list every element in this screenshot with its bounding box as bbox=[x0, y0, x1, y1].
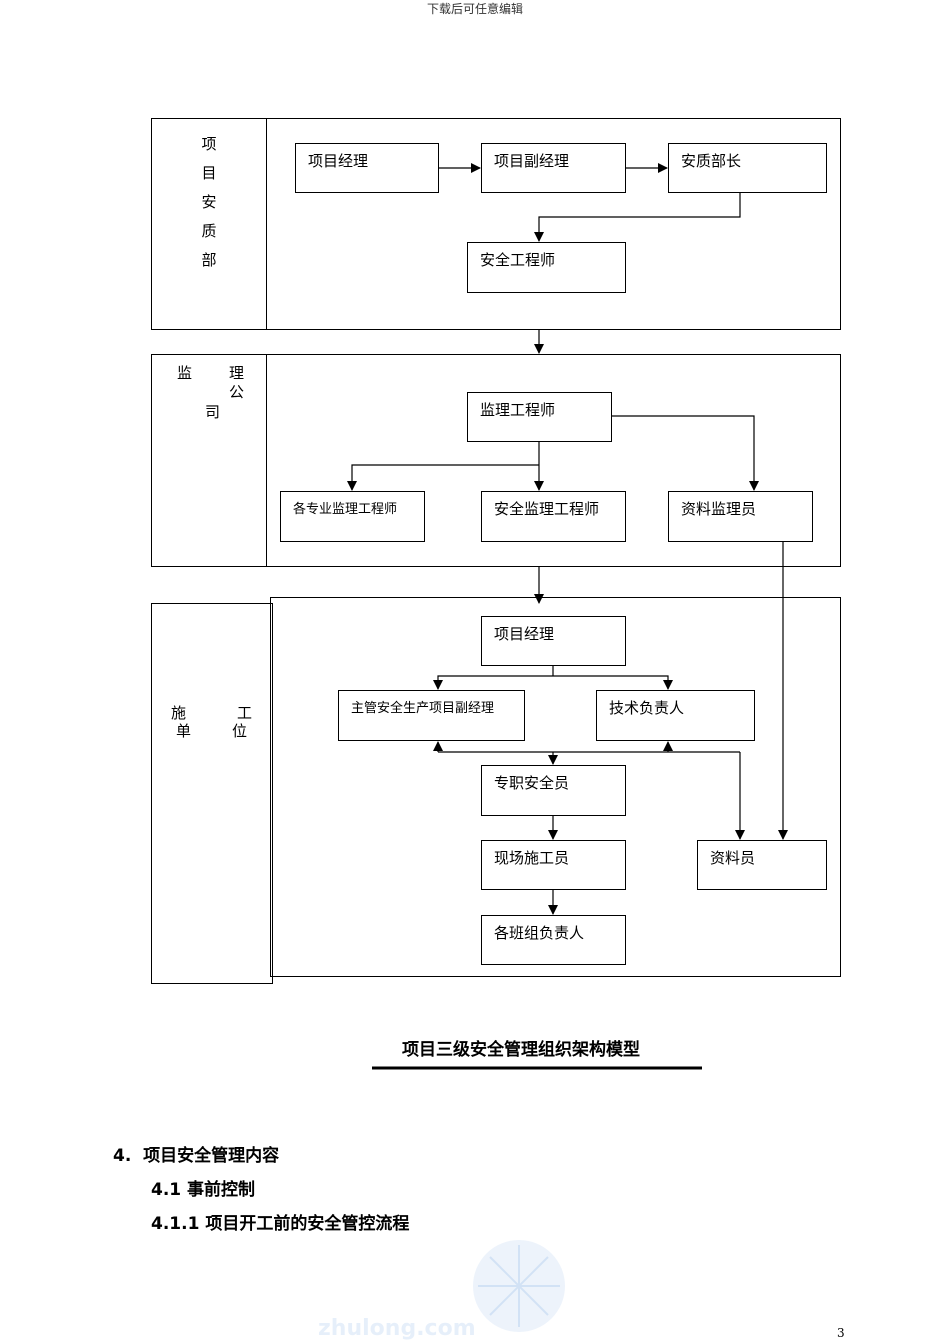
watermark-logo-icon bbox=[473, 1240, 565, 1332]
arrow-pm-to-deputy-c bbox=[433, 675, 553, 690]
construction-tech-lead-box: 技术负责人 bbox=[596, 690, 755, 741]
owner-label-char: 项 bbox=[201, 135, 217, 153]
watermark-text: zhulong.com bbox=[318, 1316, 476, 1341]
construction-document-clerk-box: 资料员 bbox=[697, 840, 827, 890]
section-heading-4: 4. 项目安全管理内容 bbox=[113, 1146, 280, 1166]
construction-section-frame bbox=[270, 597, 841, 977]
owner-label-char: 安 bbox=[201, 193, 217, 211]
construction-safety-officer-box: 专职安全员 bbox=[481, 765, 626, 816]
chart-caption: 项目三级安全管理组织架构模型 bbox=[402, 1040, 640, 1060]
construction-deputy-box: 主管安全生产项目副经理 bbox=[338, 690, 525, 741]
header-note: 下载后可任意编辑 bbox=[426, 2, 523, 16]
section-heading-4-1-1: 4.1.1 项目开工前的安全管控流程 bbox=[151, 1214, 410, 1234]
supervision-label-char: 公 bbox=[229, 383, 245, 401]
owner-pm-box: 项目经理 bbox=[295, 143, 439, 193]
owner-label-char: 质 bbox=[201, 222, 217, 240]
owner-section-label-column bbox=[151, 118, 267, 330]
supervision-label-char: 理 bbox=[229, 364, 245, 382]
page-number: 3 bbox=[837, 1326, 845, 1340]
owner-label-char: 目 bbox=[201, 164, 217, 182]
arrow-safety-head-to-engineer bbox=[534, 193, 741, 242]
owner-section-label: 项 目 安 质 部 bbox=[199, 130, 219, 275]
supervision-label-char: 监 bbox=[177, 364, 193, 382]
owner-label-char: 部 bbox=[201, 251, 217, 269]
construction-label-char: 施 bbox=[171, 704, 187, 722]
supervision-section-label-column bbox=[151, 354, 267, 567]
watermark-logo-petals bbox=[478, 1245, 560, 1327]
supervision-label-char: 司 bbox=[205, 403, 221, 421]
arrow-pm-to-tech bbox=[553, 675, 673, 690]
supervision-chief-box: 监理工程师 bbox=[467, 392, 612, 442]
arrow-chief-to-specialty bbox=[347, 464, 539, 491]
construction-label-char: 工 bbox=[237, 704, 253, 722]
construction-pm-box: 项目经理 bbox=[481, 616, 626, 666]
supervision-documents-box: 资料监理员 bbox=[668, 491, 813, 542]
construction-section-label-column bbox=[151, 603, 273, 984]
construction-label-char: 位 bbox=[232, 722, 248, 740]
supervision-specialty-box: 各专业监理工程师 bbox=[280, 491, 425, 542]
section-heading-4-1: 4.1 事前控制 bbox=[151, 1180, 256, 1200]
arrow-chief-to-documents bbox=[612, 415, 759, 491]
owner-safety-head-box: 安质部长 bbox=[668, 143, 827, 193]
construction-site-worker-box: 现场施工员 bbox=[481, 840, 626, 890]
supervision-safety-box: 安全监理工程师 bbox=[481, 491, 626, 542]
owner-safety-engineer-box: 安全工程师 bbox=[467, 242, 626, 293]
construction-team-leads-box: 各班组负责人 bbox=[481, 915, 626, 965]
owner-deputy-pm-box: 项目副经理 bbox=[481, 143, 626, 193]
construction-label-char: 单 bbox=[176, 722, 192, 740]
